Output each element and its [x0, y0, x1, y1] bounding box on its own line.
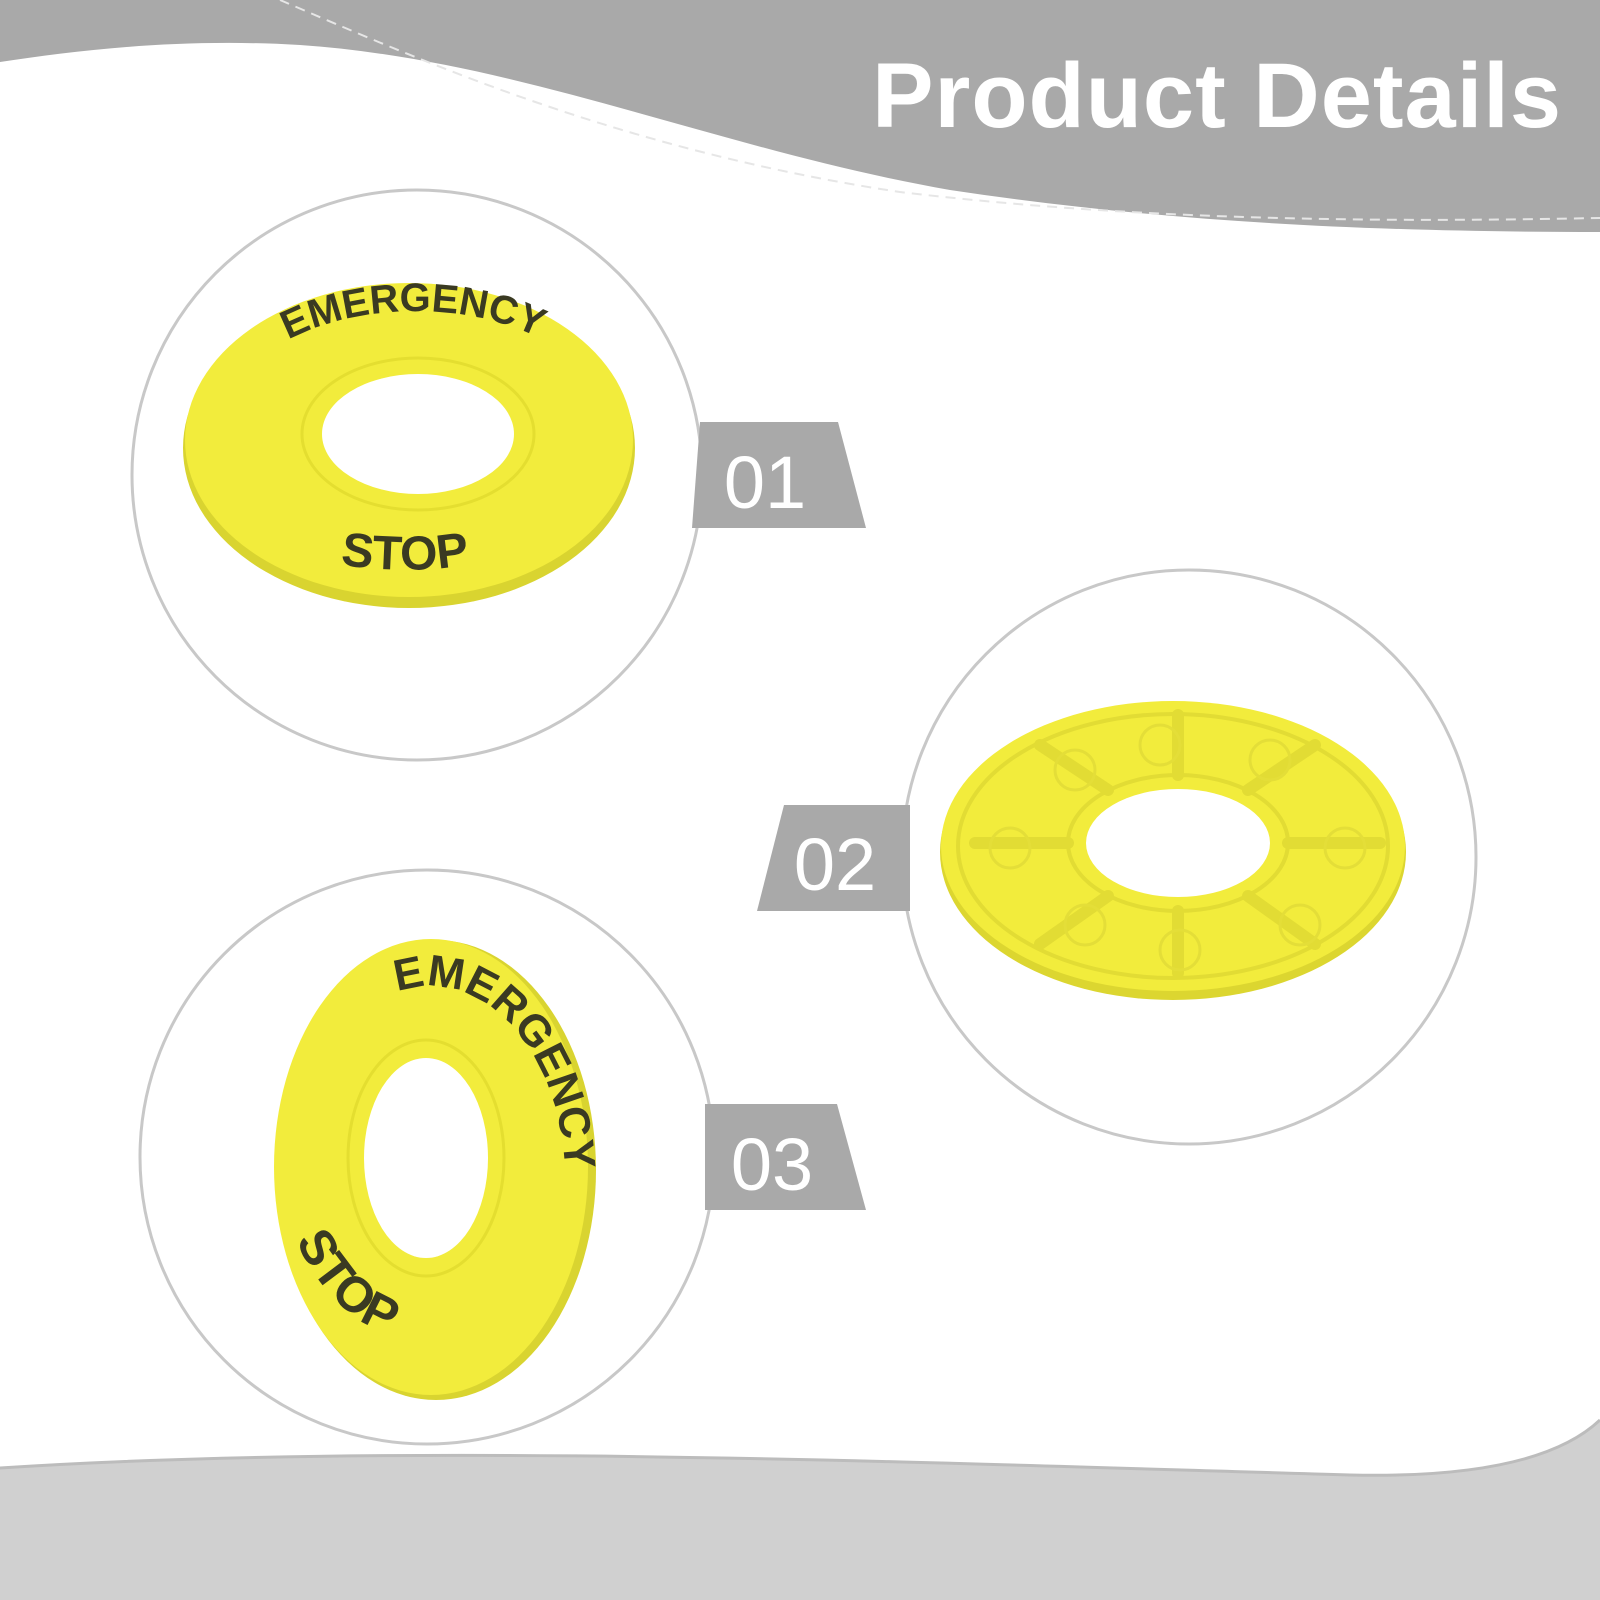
page-title: Product Details — [872, 45, 1562, 147]
item-01-number-tag — [692, 422, 866, 528]
item-01-ring: EMERGENCY STOP — [183, 276, 635, 608]
item-01-bottom-text: STOP — [339, 523, 471, 581]
item-02-ring-back — [940, 701, 1406, 1000]
bottom-band-edge — [0, 1418, 1600, 1477]
item-03-number: 03 — [731, 1123, 813, 1206]
item-02-number-tag — [757, 805, 910, 911]
banner-dashed-line — [279, 0, 1600, 221]
bottom-band — [0, 1420, 1600, 1600]
item-01-number: 01 — [724, 441, 806, 524]
item-03-number-tag — [705, 1104, 866, 1210]
item-02-number: 02 — [794, 823, 876, 906]
top-banner — [0, 0, 1600, 232]
